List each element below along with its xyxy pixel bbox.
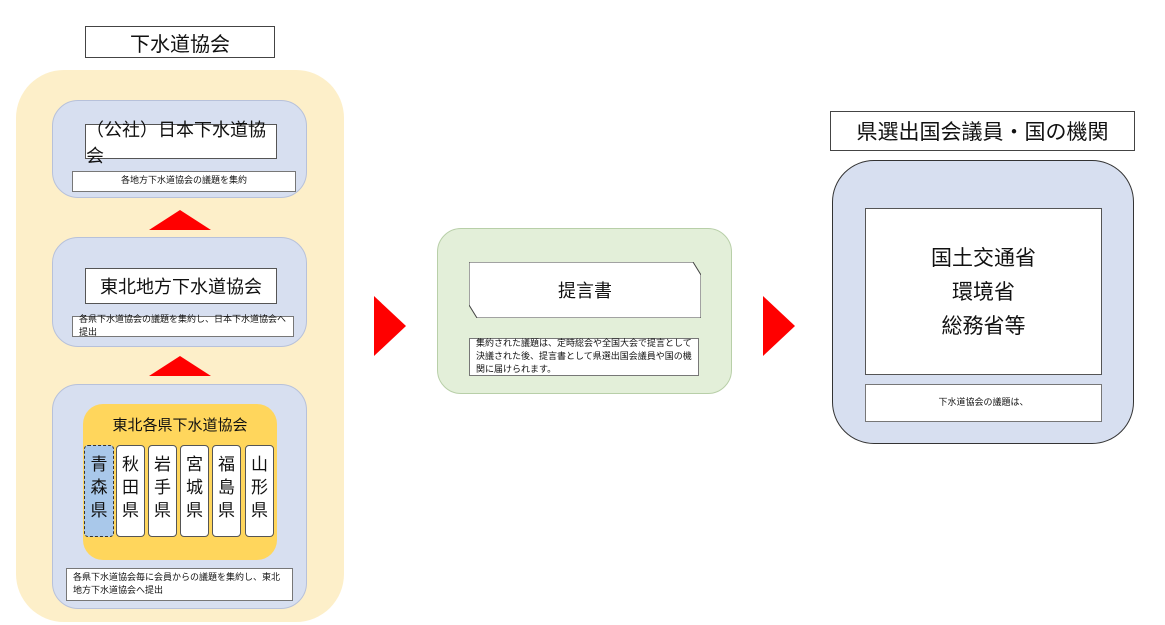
proposal-document-shape <box>469 262 701 318</box>
regional-association-name: 東北地方下水道協会 <box>85 268 277 304</box>
national-bodies-note: 下水道協会の議題は、 <box>865 384 1102 422</box>
agencies-box: 国土交通省 環境省 総務省等 <box>865 208 1102 375</box>
prefecture-miyagi: 宮城県 <box>180 445 209 537</box>
national-association-name: （公社）日本下水道協会 <box>85 120 277 167</box>
agency-internal-affairs: 総務省等 <box>941 313 1026 338</box>
agency-mlit: 国土交通省 <box>931 245 1036 270</box>
national-association-note: 各地方下水道協会の議題を集約 <box>72 171 296 192</box>
national-bodies-title: 県選出国会議員・国の機関 <box>830 111 1135 151</box>
proposal-note: 集約された議題は、定時総会や全国大会で提言として決議された後、提言書として県選出… <box>469 338 699 376</box>
sewerage-association-title: 下水道協会 <box>85 26 275 58</box>
regional-association-note: 各県下水道協会の議題を集約し、日本下水道協会へ提出 <box>72 315 294 338</box>
up-arrow-icon <box>149 210 211 230</box>
agency-environment: 環境省 <box>952 279 1015 304</box>
prefecture-akita: 秋田県 <box>116 445 145 537</box>
prefecture-iwate: 岩手県 <box>148 445 177 537</box>
proposal-title: 提言書 <box>558 281 612 302</box>
right-arrow-icon <box>374 296 406 356</box>
prefecture-aomori: 青森県 <box>84 445 114 537</box>
up-arrow-icon <box>149 356 211 376</box>
right-arrow-icon <box>763 296 795 356</box>
prefecture-fukushima: 福島県 <box>212 445 241 537</box>
tohoku-prefectural-associations-title: 東北各県下水道協会 <box>112 416 248 434</box>
prefecture-yamagata: 山形県 <box>245 445 274 537</box>
prefectural-association-note: 各県下水道協会毎に会員からの議題を集約し、東北地方下水道協会へ提出 <box>66 568 293 601</box>
